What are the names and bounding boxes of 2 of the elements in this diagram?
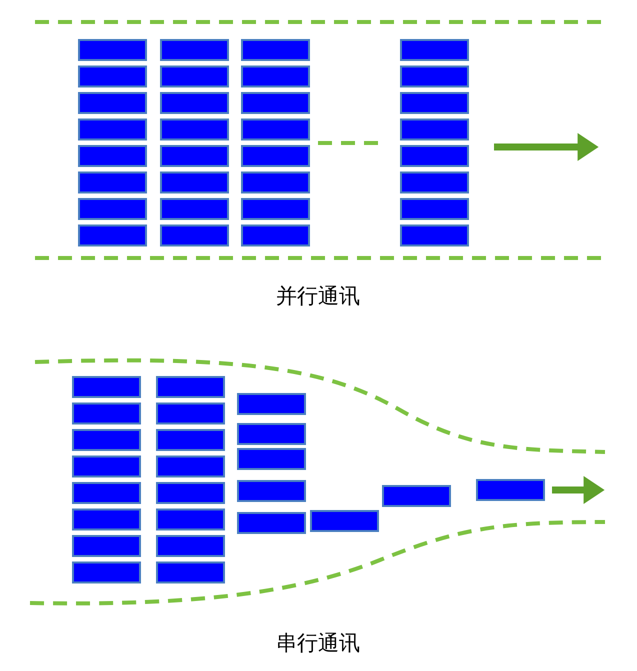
caption: 并行通讯 [276, 283, 360, 310]
caption: 串行通讯 [276, 630, 360, 657]
